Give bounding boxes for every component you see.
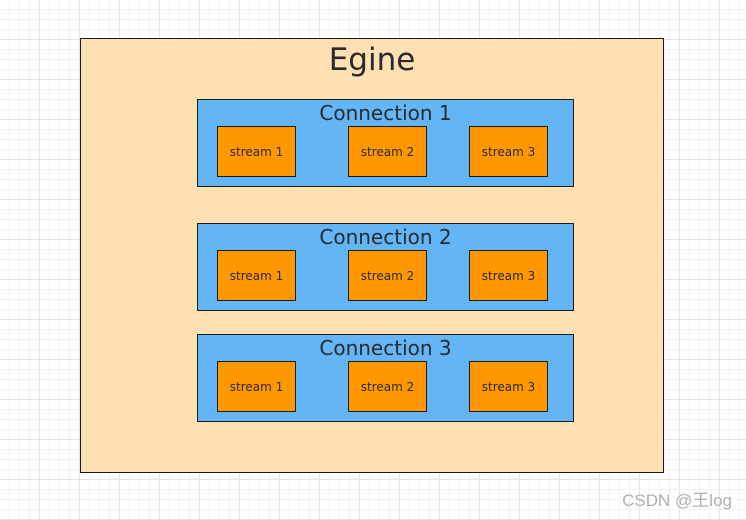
stream-box: stream 1 — [217, 250, 296, 301]
stream-box: stream 2 — [348, 250, 427, 301]
connection-title: Connection 2 — [319, 225, 452, 249]
engine-box: Egine Connection 1 stream 1 stream 2 str… — [80, 38, 664, 473]
connection-title: Connection 1 — [319, 101, 452, 125]
connection-3-box: Connection 3 stream 1 stream 2 stream 3 — [197, 334, 574, 422]
connection-title: Connection 3 — [319, 336, 452, 360]
connection-1-box: Connection 1 stream 1 stream 2 stream 3 — [197, 99, 574, 187]
stream-box: stream 1 — [217, 361, 296, 412]
watermark-text: CSDN @王log — [622, 491, 732, 510]
engine-title: Egine — [328, 42, 416, 78]
stream-box: stream 3 — [469, 361, 548, 412]
stream-box: stream 1 — [217, 126, 296, 177]
connection-2-box: Connection 2 stream 1 stream 2 stream 3 — [197, 223, 574, 311]
stream-box: stream 2 — [348, 126, 427, 177]
stream-box: stream 3 — [469, 250, 548, 301]
stream-box: stream 2 — [348, 361, 427, 412]
stream-box: stream 3 — [469, 126, 548, 177]
